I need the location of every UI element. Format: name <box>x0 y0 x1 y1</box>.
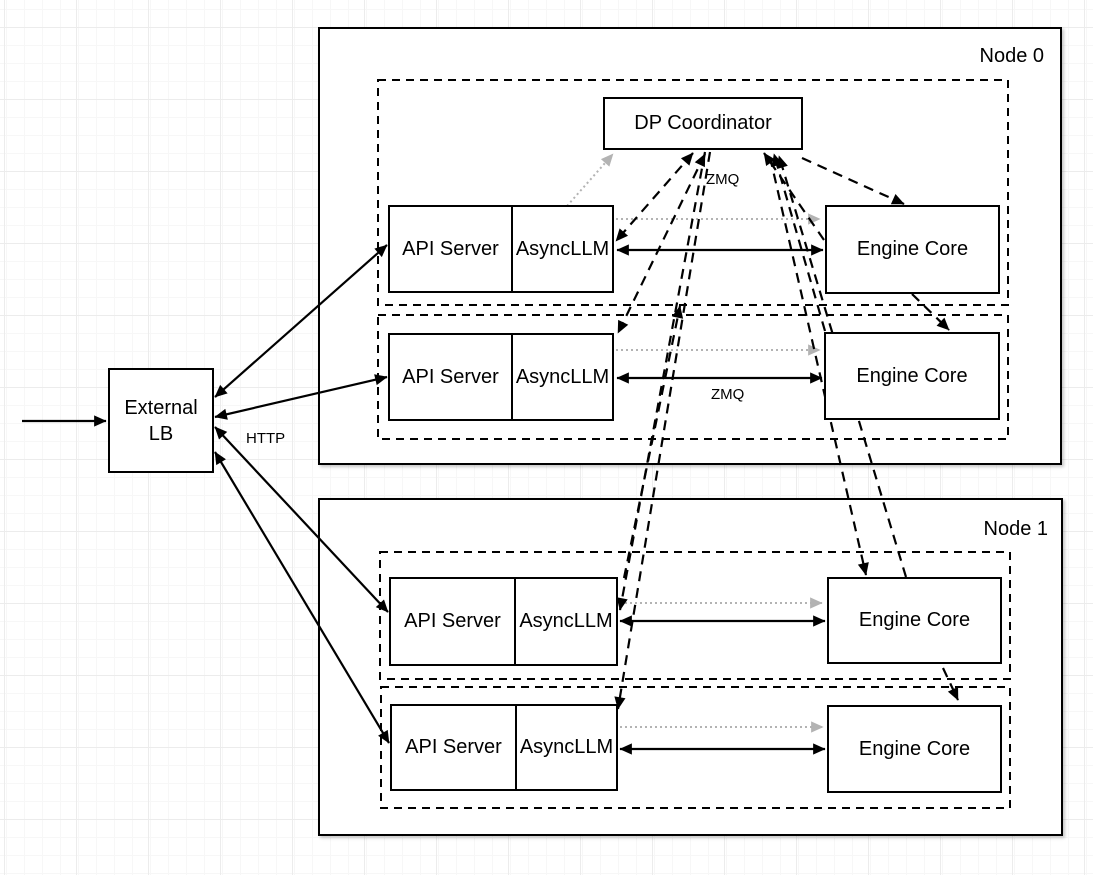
api-server-asyncllm-node1-rank1: API Server AsyncLLM <box>390 704 618 791</box>
engine-core-node1-rank1: Engine Core <box>827 705 1002 793</box>
engine-core-node1-rank0: Engine Core <box>827 577 1002 664</box>
asyncllm-label: AsyncLLM <box>515 237 610 260</box>
api-server-asyncllm-node0-rank0: API Server AsyncLLM <box>388 205 614 293</box>
node1-label: Node 1 <box>983 518 1049 540</box>
api-server-label: API Server <box>392 706 517 789</box>
engine-core-label: Engine Core <box>858 609 971 631</box>
node0-label: Node 0 <box>979 45 1045 67</box>
dp-coordinator-label: DP Coordinator <box>634 112 772 134</box>
zmq-label-row: ZMQ <box>711 386 745 403</box>
external-lb-line2: LB <box>148 422 174 445</box>
http-label: HTTP <box>246 430 286 447</box>
api-server-label: API Server <box>391 579 516 664</box>
asyncllm-label: AsyncLLM <box>519 736 614 758</box>
asyncllm-label: AsyncLLM <box>519 610 613 632</box>
engine-core-node0-rank0: Engine Core <box>825 205 1000 294</box>
engine-core-label: Engine Core <box>858 737 971 760</box>
api-server-asyncllm-node1-rank0: API Server AsyncLLM <box>389 577 618 666</box>
engine-core-label: Engine Core <box>856 364 968 387</box>
engine-core-node0-rank1: Engine Core <box>824 332 1000 420</box>
engine-core-label: Engine Core <box>856 238 969 260</box>
api-server-label: API Server <box>390 207 513 291</box>
external-lb-box: External LB <box>108 368 214 473</box>
external-lb-label: External LB <box>124 395 197 447</box>
zmq-label-coordinator: ZMQ <box>706 171 740 188</box>
asyncllm-label: AsyncLLM <box>515 365 610 388</box>
api-server-asyncllm-node0-rank1: API Server AsyncLLM <box>388 333 614 421</box>
external-lb-line1: External <box>124 396 198 419</box>
api-server-label: API Server <box>390 335 513 419</box>
dp-coordinator-box: DP Coordinator <box>603 97 803 150</box>
